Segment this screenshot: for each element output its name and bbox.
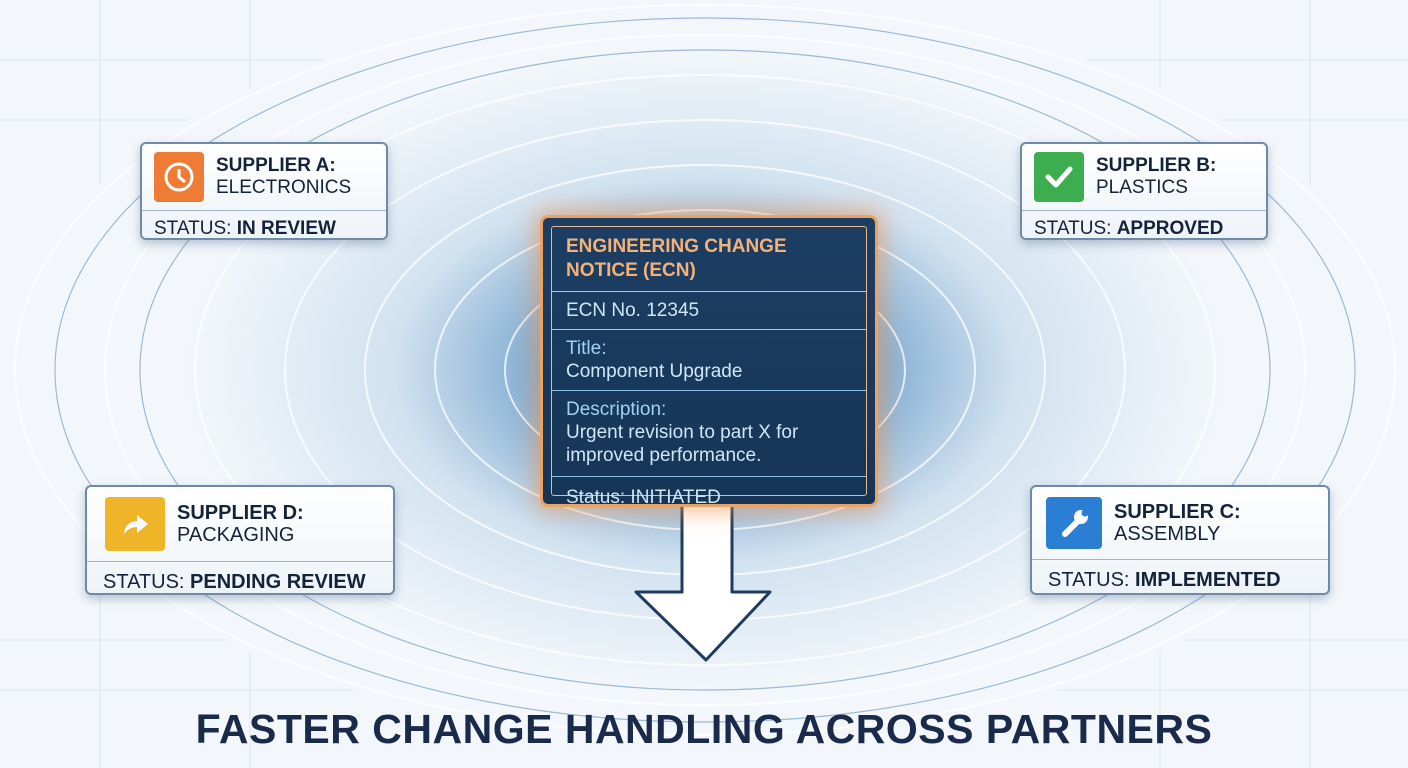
checkmark-icon (1034, 152, 1084, 202)
headline: FASTER CHANGE HANDLING ACROSS PARTNERS (195, 706, 1213, 752)
supplier-c-card: SUPPLIER C:ASSEMBLY STATUS: IMPLEMENTED (1030, 485, 1330, 595)
down-arrow (634, 503, 772, 662)
ecn-status: Status: INITIATED (566, 487, 721, 508)
ecn-title: Title: Component Upgrade (552, 330, 866, 391)
clock-icon (154, 152, 204, 202)
status-value: IMPLEMENTED (1135, 569, 1281, 591)
supplier-name: SUPPLIER B: (1096, 155, 1217, 176)
supplier-name: SUPPLIER D: (177, 502, 304, 524)
supplier-name: SUPPLIER A: (216, 155, 336, 176)
supplier-category: ASSEMBLY (1114, 523, 1221, 545)
supplier-category: PLASTICS (1096, 177, 1188, 198)
supplier-d-card: SUPPLIER D:PACKAGING STATUS: PENDING REV… (85, 485, 395, 595)
supplier-status: STATUS: PENDING REVIEW (103, 571, 366, 593)
ecn-title-value: Component Upgrade (566, 361, 743, 382)
ecn-heading: ENGINEERING CHANGE NOTICE (ECN) (552, 227, 866, 292)
ecn-description: Description: Urgent revision to part X f… (552, 391, 866, 477)
wrench-icon (1046, 497, 1102, 549)
ecn-card: ENGINEERING CHANGE NOTICE (ECN) ECN No. … (540, 215, 878, 508)
supplier-status: STATUS: IMPLEMENTED (1048, 569, 1281, 591)
supplier-category: ELECTRONICS (216, 177, 352, 198)
supplier-status: STATUS: IN REVIEW (154, 218, 336, 239)
ecn-number: ECN No. 12345 (552, 292, 866, 330)
status-value: APPROVED (1116, 218, 1224, 239)
supplier-b-card: SUPPLIER B:PLASTICS STATUS: APPROVED (1020, 142, 1268, 240)
supplier-category: PACKAGING (177, 524, 295, 546)
supplier-name: SUPPLIER C: (1114, 501, 1241, 523)
status-value: PENDING REVIEW (190, 571, 366, 593)
supplier-status: STATUS: APPROVED (1034, 218, 1224, 239)
status-value: IN REVIEW (236, 218, 336, 239)
supplier-a-card: SUPPLIER A:ELECTRONICS STATUS: IN REVIEW (140, 142, 388, 240)
ecn-description-value: Urgent revision to part X for improved p… (566, 422, 799, 466)
forward-arrow-icon (105, 497, 165, 551)
